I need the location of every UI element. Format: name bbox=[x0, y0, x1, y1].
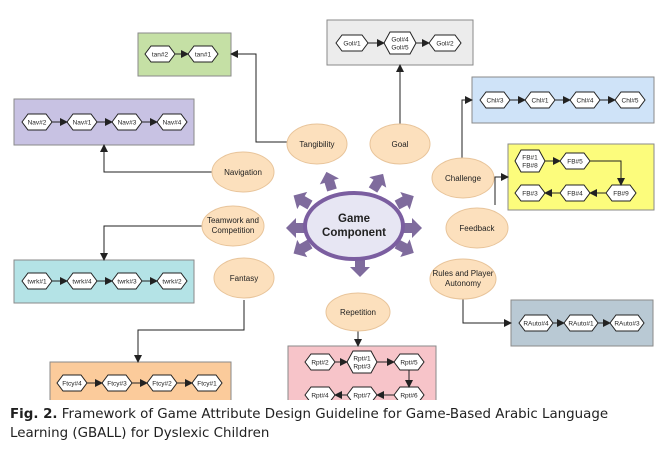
feedback-label: Feedback bbox=[459, 224, 495, 233]
repetition-node-label: Rpt#7 bbox=[353, 393, 371, 400]
navigation-node-label: Nav#4 bbox=[163, 120, 182, 127]
tangibility-connector bbox=[230, 50, 287, 143]
rules-ellipse bbox=[429, 258, 497, 300]
teamwork-node-label: twrk#4 bbox=[72, 279, 92, 286]
center-label-line2: Component bbox=[322, 227, 386, 239]
fantasy-node-label: Ftcy#4 bbox=[62, 381, 82, 388]
navigation-label: Navigation bbox=[224, 168, 262, 177]
challenge-node-label: Chl#3 bbox=[487, 98, 504, 105]
teamwork-node-label: twrk#2 bbox=[162, 279, 182, 286]
navigation-node-hexagon bbox=[156, 113, 188, 131]
figure-caption: Fig. 2. Framework of Game Attribute Desi… bbox=[10, 405, 660, 443]
repetition-node-label: Rpt#4 bbox=[311, 393, 329, 400]
radial-arrow bbox=[286, 218, 305, 238]
game-component-ellipse bbox=[303, 191, 405, 261]
feedback-node-label: FB#8 bbox=[522, 163, 538, 170]
navigation-node-label: Nav#3 bbox=[118, 120, 137, 127]
teamwork-label-line2: Competition bbox=[212, 226, 255, 235]
connector-lines bbox=[100, 50, 512, 363]
radial-arrow bbox=[394, 239, 414, 258]
rules-connector bbox=[462, 298, 512, 327]
goal-label: Goal bbox=[392, 140, 409, 149]
navigation-connector bbox=[100, 144, 212, 173]
radial-arrow bbox=[394, 191, 414, 210]
rules-label-line2: Autonomy bbox=[445, 279, 481, 288]
feedback-node-hexagon bbox=[605, 184, 637, 202]
feedback-node-label: FB#5 bbox=[567, 159, 583, 166]
teamwork-connector bbox=[100, 225, 210, 261]
feedback-flow-arrow bbox=[590, 160, 625, 186]
fantasy-node-label: Ftcy#2 bbox=[152, 381, 172, 388]
rules-label-line1: Rules and Player bbox=[433, 269, 494, 278]
repetition-node-label: Rpt#5 bbox=[400, 360, 418, 367]
feedback-ellipse bbox=[445, 207, 509, 249]
fantasy-node-label: Ftcy#1 bbox=[197, 381, 217, 388]
radial-arrow bbox=[293, 191, 313, 210]
navigation-node-label: Nav#1 bbox=[73, 120, 92, 127]
repetition-node-hexagon bbox=[393, 353, 425, 371]
fantasy-node-hexagon bbox=[191, 374, 223, 392]
radial-arrow bbox=[350, 258, 370, 277]
radial-arrow bbox=[403, 218, 422, 238]
rules-node-label: RAuto#1 bbox=[568, 321, 594, 328]
feedback-node-label: FB#4 bbox=[567, 191, 583, 198]
radial-arrow bbox=[368, 173, 387, 193]
teamwork-node-label: twrk#1 bbox=[27, 279, 47, 286]
repetition-ellipse bbox=[325, 292, 391, 332]
tangibility-node-label: tan#1 bbox=[195, 52, 212, 59]
navigation-node-label: Nav#2 bbox=[28, 120, 47, 127]
challenge-connector bbox=[461, 96, 473, 160]
caption-label: Fig. 2. bbox=[10, 407, 58, 422]
teamwork-label-line1: Teamwork and bbox=[207, 216, 259, 225]
feedback-node-label: FB#9 bbox=[613, 191, 629, 198]
radial-arrows bbox=[286, 171, 422, 277]
rules-node-label: RAuto#3 bbox=[614, 321, 640, 328]
fantasy-ellipse bbox=[213, 257, 275, 299]
repetition-node-label: Rpt#2 bbox=[311, 360, 329, 367]
challenge-node-label: Chl#5 bbox=[622, 98, 639, 105]
teamwork-node-hexagon bbox=[156, 272, 188, 290]
rules-node-label: RAuto#4 bbox=[523, 321, 549, 328]
fantasy-label: Fantasy bbox=[230, 274, 258, 283]
repetition-node-label: Rpt#1 bbox=[353, 356, 371, 363]
feedback-node-label: FB#3 bbox=[522, 191, 538, 198]
teamwork-ellipse bbox=[201, 205, 265, 247]
goal-node-label: Gol#4 bbox=[391, 37, 409, 44]
challenge-ellipse bbox=[431, 157, 495, 199]
goal-ellipse bbox=[369, 123, 431, 165]
tangibility-ellipse bbox=[286, 123, 348, 165]
caption-text: Framework of Game Attribute Design Guide… bbox=[10, 407, 609, 441]
navigation-ellipse bbox=[211, 151, 275, 193]
tangibility-node-label: tan#2 bbox=[152, 52, 169, 59]
center-label-line1: Game bbox=[338, 213, 370, 225]
repetition-node-label: Rpt#3 bbox=[353, 364, 371, 371]
goal-node-hexagon bbox=[428, 34, 462, 52]
radial-arrow bbox=[293, 239, 313, 258]
challenge-node-label: Chl#4 bbox=[577, 98, 594, 105]
feedback-connector bbox=[494, 173, 509, 205]
attribute-ellipses: Tangibility Goal Navigation Challenge Te… bbox=[201, 123, 509, 332]
fantasy-connector bbox=[134, 300, 245, 363]
challenge-label: Challenge bbox=[445, 174, 482, 183]
rules-node-hexagon bbox=[609, 314, 645, 332]
repetition-label: Repetition bbox=[340, 308, 376, 317]
repetition-node-label: Rpt#6 bbox=[400, 393, 418, 400]
teamwork-node-label: twrk#3 bbox=[117, 279, 137, 286]
framework-diagram: Game Component Tangibility Goal Navigati… bbox=[13, 19, 655, 400]
fantasy-node-label: Ftcy#3 bbox=[107, 381, 127, 388]
radial-arrow bbox=[319, 171, 339, 192]
repetition-node-hexagon bbox=[393, 386, 425, 400]
feedback-node-label: FB#1 bbox=[522, 155, 538, 162]
goal-node-label: Gol#5 bbox=[391, 45, 409, 52]
goal-node-label: Gol#2 bbox=[436, 41, 454, 48]
challenge-node-hexagon bbox=[614, 91, 646, 109]
goal-node-label: Gol#1 bbox=[343, 41, 361, 48]
hexagon-flow-arrows bbox=[52, 39, 625, 399]
challenge-node-label: Chl#1 bbox=[532, 98, 549, 105]
tangibility-node-hexagon bbox=[187, 45, 219, 63]
tangibility-label: Tangibility bbox=[299, 140, 334, 149]
